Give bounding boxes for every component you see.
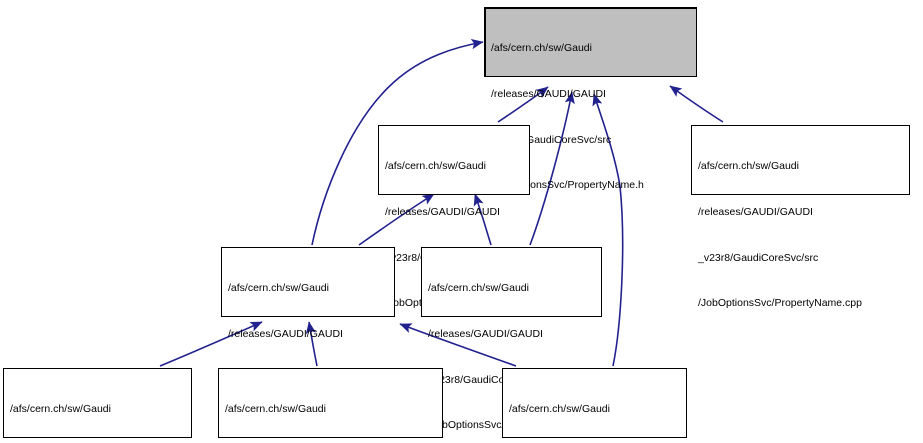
node-line: /releases/GAUDI/GAUDI bbox=[228, 328, 343, 341]
node-line: _v23r8/GaudiCoreSvc/src bbox=[698, 251, 819, 264]
node-line: /afs/cern.ch/sw/Gaudi bbox=[509, 403, 610, 416]
node-line: /releases/GAUDI/GAUDI bbox=[491, 88, 606, 101]
node-line: /afs/cern.ch/sw/Gaudi bbox=[385, 160, 486, 173]
node-line: /releases/GAUDI/GAUDI bbox=[385, 206, 500, 219]
node-propertyname-cpp[interactable]: /afs/cern.ch/sw/Gaudi /releases/GAUDI/GA… bbox=[691, 125, 910, 309]
node-joboptionssvc-cpp[interactable]: /afs/cern.ch/sw/Gaudi /releases/GAUDI/GA… bbox=[218, 368, 443, 438]
node-property-cpp[interactable]: /afs/cern.ch/sw/Gaudi /releases/GAUDI/GA… bbox=[421, 247, 602, 431]
node-line: /afs/cern.ch/sw/Gaudi bbox=[698, 160, 799, 173]
node-line: /JobOptionsSvc/PropertyName.cpp bbox=[698, 297, 862, 310]
node-catalog-h[interactable]: /afs/cern.ch/sw/Gaudi /releases/GAUDI/GA… bbox=[221, 247, 395, 431]
node-line: /afs/cern.ch/sw/Gaudi bbox=[228, 282, 329, 295]
node-property-h[interactable]: /afs/cern.ch/sw/Gaudi /releases/GAUDI/GA… bbox=[378, 125, 530, 309]
node-line: /afs/cern.ch/sw/Gaudi bbox=[10, 403, 111, 416]
node-propertyname-h[interactable]: /afs/cern.ch/sw/Gaudi /releases/GAUDI/GA… bbox=[484, 7, 697, 191]
node-line: /afs/cern.ch/sw/Gaudi bbox=[491, 42, 592, 55]
node-line: /afs/cern.ch/sw/Gaudi bbox=[428, 282, 529, 295]
node-catalog-cpp[interactable]: /afs/cern.ch/sw/Gaudi /releases/GAUDI/GA… bbox=[3, 368, 192, 438]
node-line: /afs/cern.ch/sw/Gaudi bbox=[225, 403, 326, 416]
node-line: /releases/GAUDI/GAUDI bbox=[428, 328, 543, 341]
node-line: /releases/GAUDI/GAUDI bbox=[698, 206, 813, 219]
node-analyzer-cpp[interactable]: /afs/cern.ch/sw/Gaudi /releases/GAUDI/GA… bbox=[502, 368, 687, 438]
